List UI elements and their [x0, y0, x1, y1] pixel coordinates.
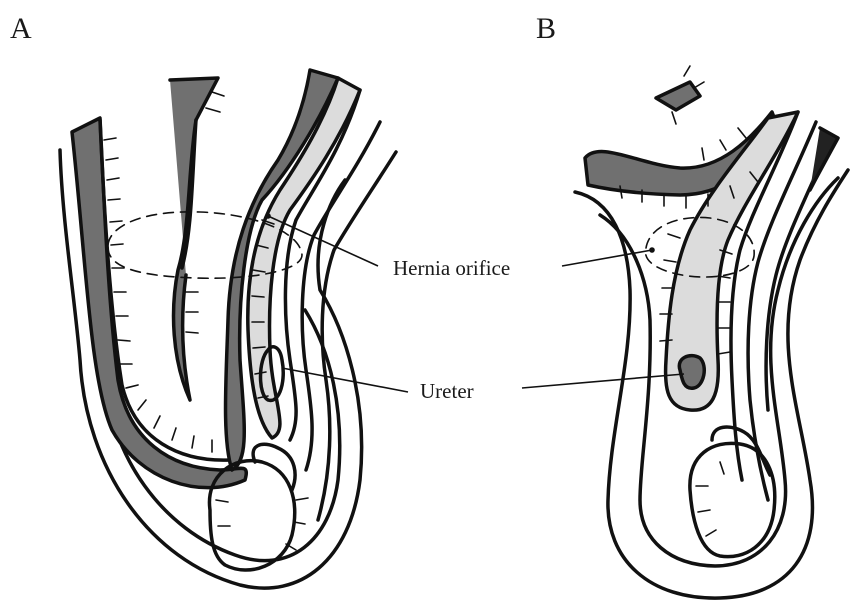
ureter-leader-a — [282, 368, 408, 392]
hernia-orifice-point-a — [266, 214, 270, 218]
panel-b-illustration — [575, 82, 848, 598]
ureter-label: Ureter — [420, 381, 474, 402]
panel-b-cord-layer-3 — [766, 138, 832, 410]
hernia-orifice-label: Hernia orifice — [393, 258, 510, 279]
panel-a-dark-band — [72, 118, 246, 488]
panel-b-label: B — [536, 14, 556, 44]
hernia-orifice-point-b — [650, 248, 654, 252]
ureter-leader-b — [522, 374, 684, 388]
panel-b-ureter — [679, 356, 704, 389]
panel-a-label: A — [10, 14, 32, 44]
panel-b-peritoneal-tag — [656, 82, 700, 110]
panel-a-illustration — [60, 70, 396, 588]
